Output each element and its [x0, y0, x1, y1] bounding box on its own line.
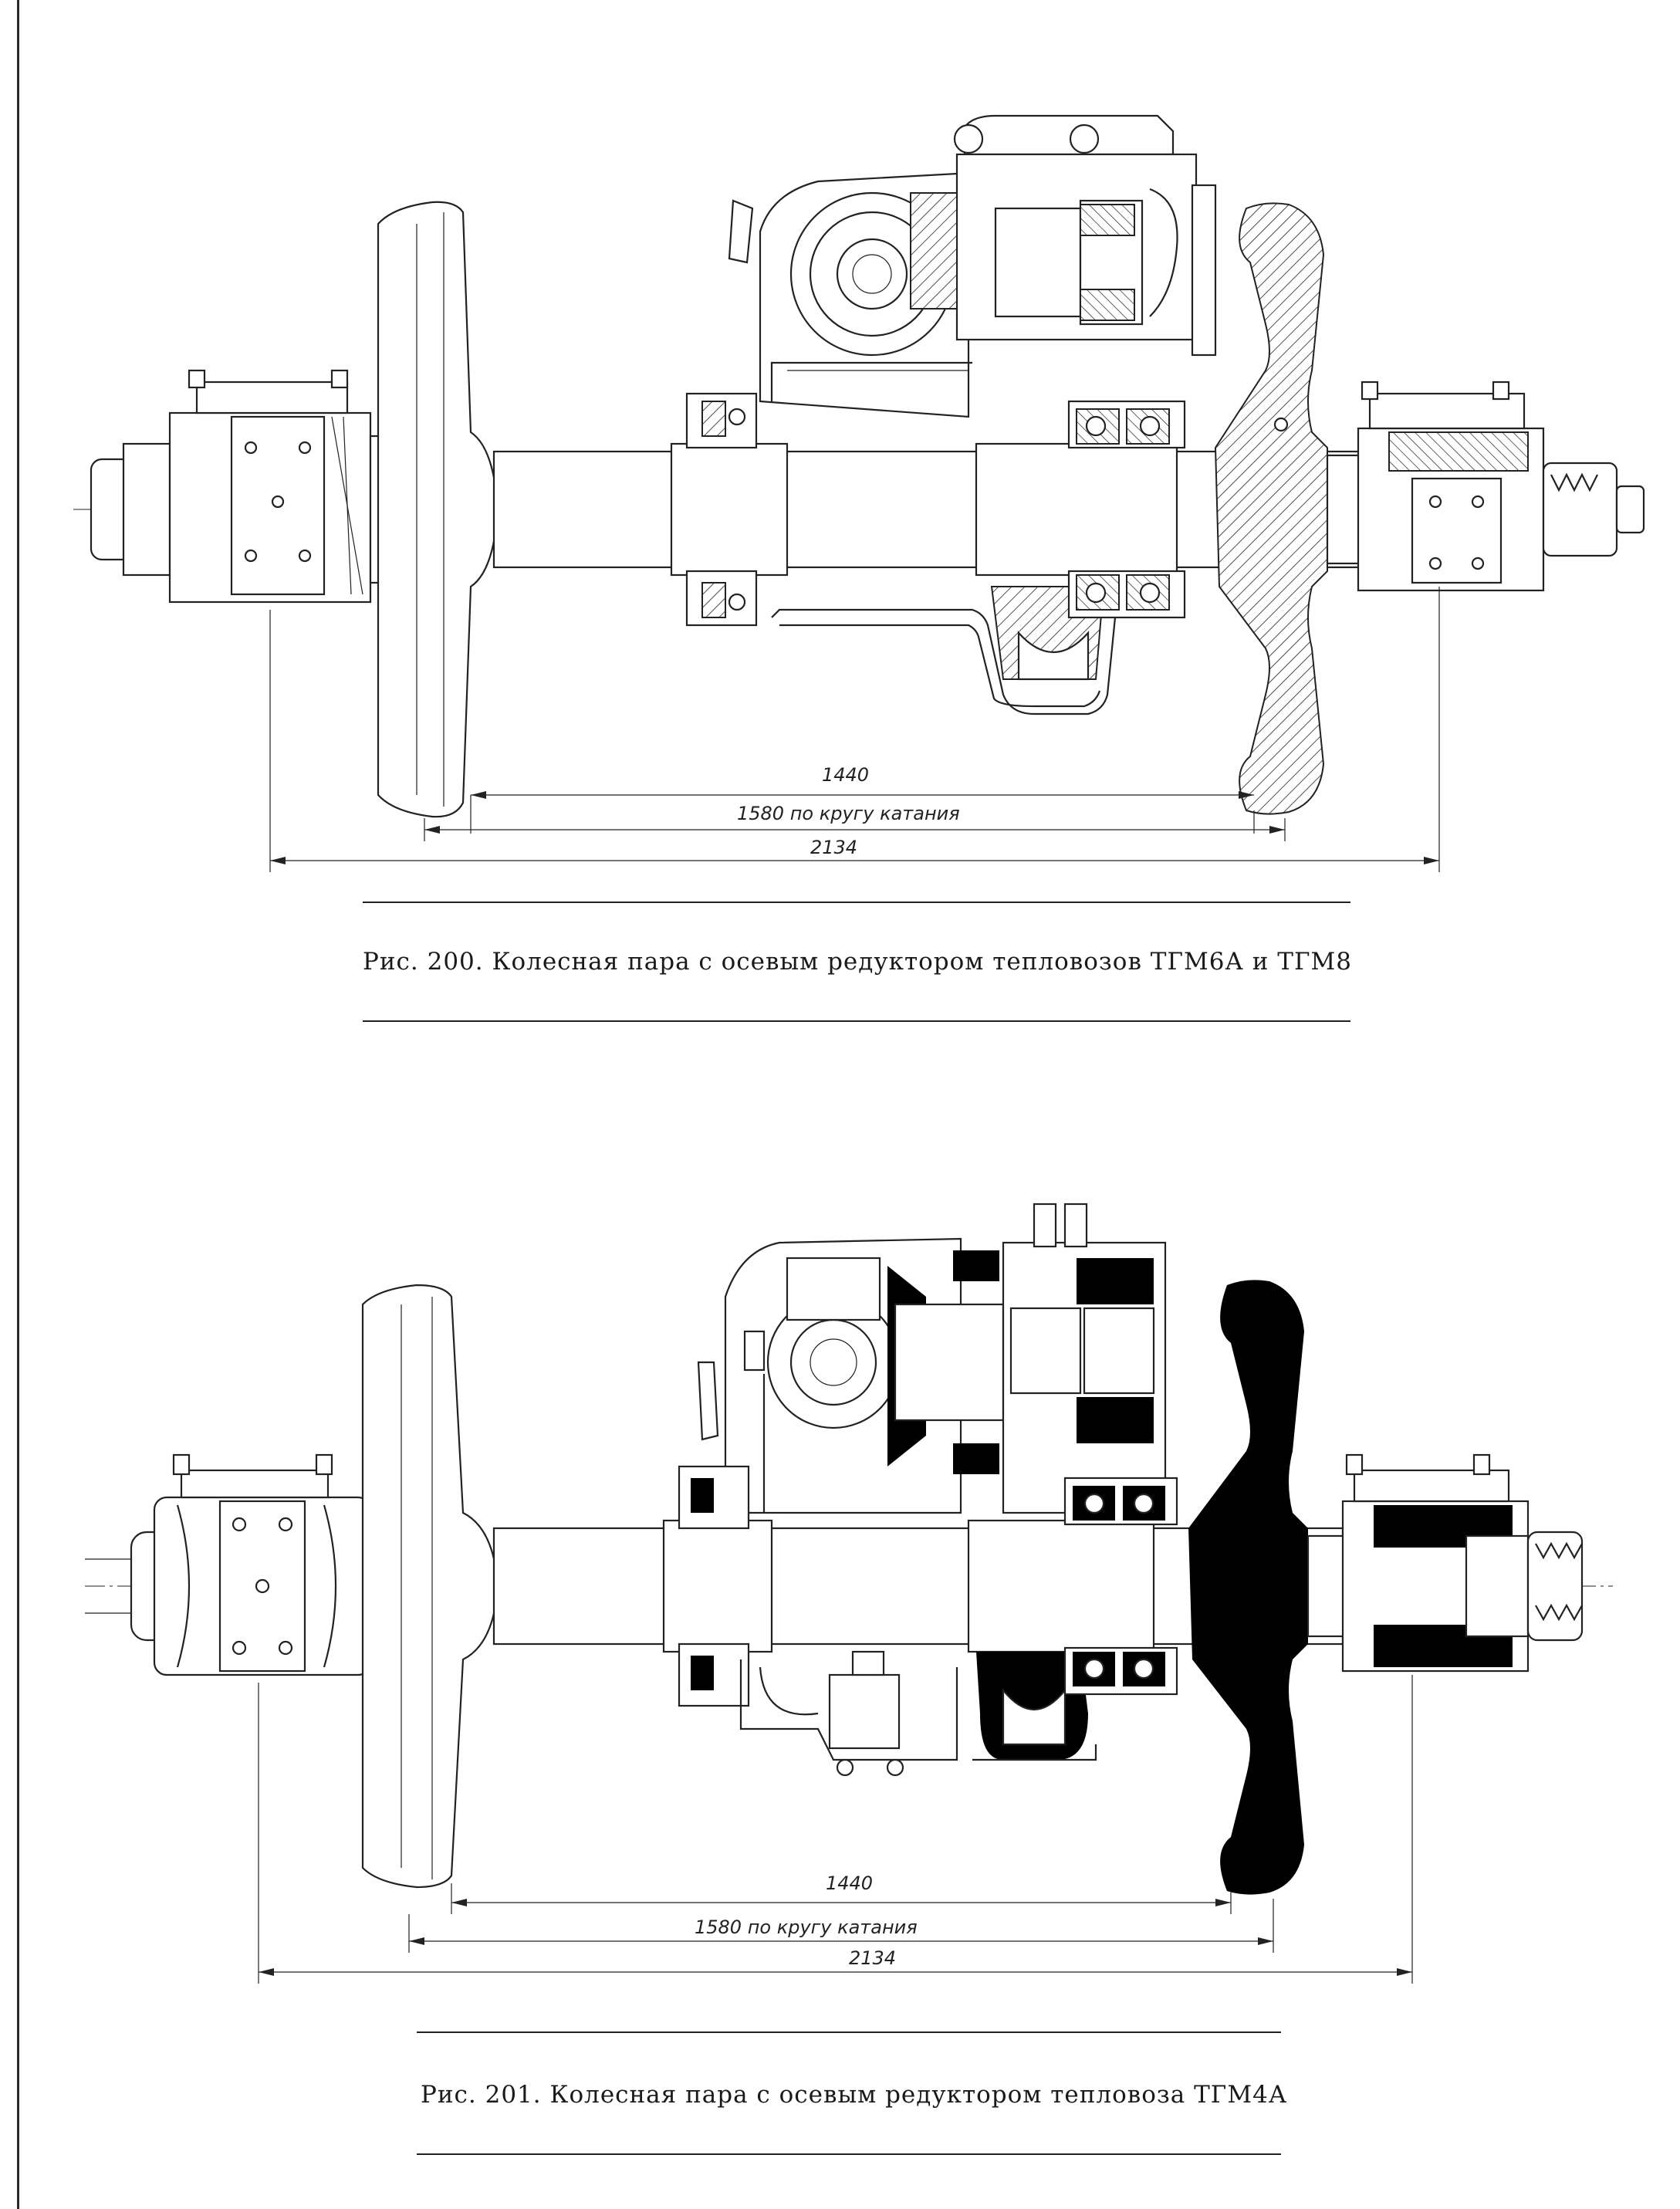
gearbox-lower-housing [678, 1465, 1097, 1777]
figure-201: 1440 1580 по кругу катания 2134 Рис. 201… [0, 1173, 1680, 2207]
axle-seat-right [967, 1519, 1155, 1653]
dim-inner-fig200: 1440 [822, 764, 869, 786]
caption-rule-bottom-fig201 [417, 2153, 1281, 2155]
dim-inner-fig201: 1440 [826, 1872, 873, 1894]
caption-rule-bottom-fig200 [363, 1020, 1350, 1022]
dimension-lines-fig200 [269, 587, 1440, 872]
left-wheel [361, 1284, 499, 1889]
caption-rule-top-fig201 [417, 2031, 1281, 2033]
left-axlebox [168, 369, 387, 604]
gearbox-left-bearing [685, 392, 758, 627]
right-axlebox [1306, 1453, 1584, 1673]
left-axlebox [130, 1453, 372, 1676]
right-wheel-section [1188, 1280, 1308, 1895]
axle-gearbox-housing [728, 114, 1217, 418]
axle-seat-left [670, 442, 789, 577]
axle-seat-right [975, 442, 1178, 577]
caption-rule-top-fig200 [363, 902, 1350, 903]
right-axlebox [1326, 381, 1645, 592]
left-axle-journal [90, 442, 177, 577]
gearbox-right-bearing [1063, 1477, 1178, 1696]
dim-overall-fig201: 2134 [849, 1947, 896, 1969]
figure-200: 1440 1580 по кругу катания 2134 Рис. 200… [0, 0, 1680, 1096]
dimension-lines-fig201 [258, 1675, 1413, 1984]
dim-tread-fig200: 1580 по кругу катания [737, 803, 960, 824]
right-wheel-section [1214, 202, 1328, 815]
left-wheel [377, 201, 499, 818]
dim-tread-fig201: 1580 по кругу катания [695, 1916, 918, 1938]
dim-overall-fig200: 2134 [810, 837, 857, 858]
gearbox-right-bearing [1067, 400, 1186, 619]
axle-seat-left [662, 1519, 773, 1653]
caption-fig200: Рис. 200. Колесная пара с осевым редукто… [363, 948, 1352, 976]
wheelset-drawing-fig201: 1440 1580 по кругу катания 2134 [85, 1203, 1613, 1984]
gearbox-lower-housing [771, 586, 1117, 715]
wheelset-drawing-fig200: 1440 1580 по кругу катания 2134 [73, 114, 1645, 872]
axle-gearbox-housing [697, 1203, 1167, 1514]
page-binding-edge [17, 0, 19, 2209]
caption-fig201: Рис. 201. Колесная пара с осевым редукто… [421, 2081, 1288, 2109]
